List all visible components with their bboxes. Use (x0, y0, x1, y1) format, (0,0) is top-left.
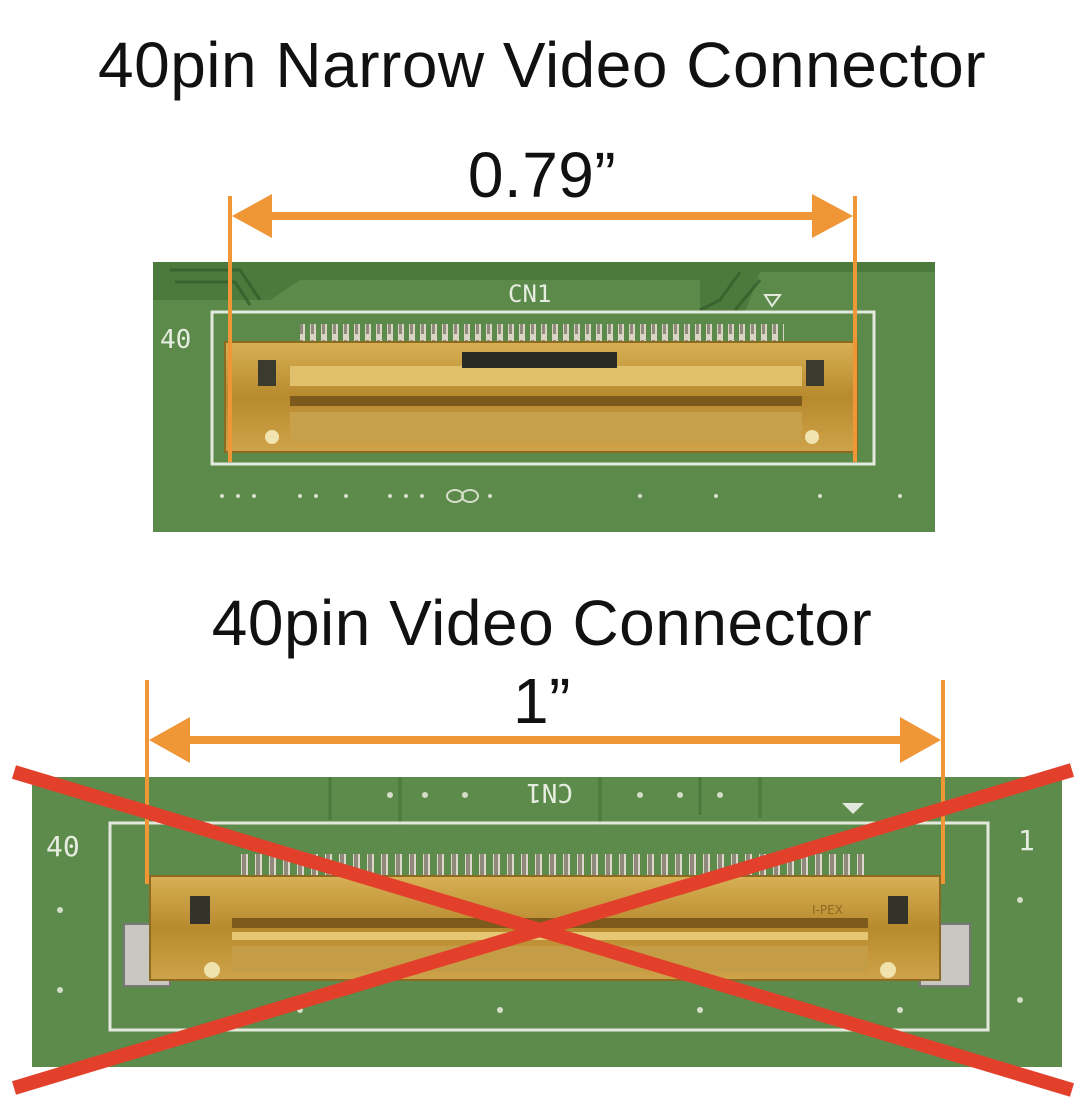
bottom-pin-label-1: 1 (1018, 824, 1035, 857)
pin1-marker-icon (842, 803, 864, 814)
bottom-dimension-label: 1” (513, 665, 571, 737)
cross-out-icon (11, 763, 1075, 1097)
top-connector-photo: 40 CN1 (153, 262, 935, 532)
arrow-right-icon (900, 717, 941, 763)
bottom-title: 40pin Video Connector (211, 587, 873, 659)
pin1-marker-icon (763, 294, 782, 308)
bottom-pin-label-40: 40 (46, 830, 80, 863)
top-silkscreen-cn1: CN1 (508, 280, 551, 308)
bottom-maker-mark: I-PEX (812, 903, 843, 917)
top-pin-label-40: 40 (160, 325, 191, 355)
top-dimension-label: 0.79” (467, 139, 617, 211)
top-title: 40pin Narrow Video Connector (98, 29, 986, 101)
arrow-right-icon (812, 194, 853, 238)
bottom-dimension-arrow (145, 680, 945, 884)
bottom-silkscreen-cn1: CN1 (526, 777, 573, 807)
arrow-left-icon (149, 717, 190, 763)
arrow-left-icon (232, 194, 272, 238)
top-dimension-arrow (228, 194, 857, 462)
